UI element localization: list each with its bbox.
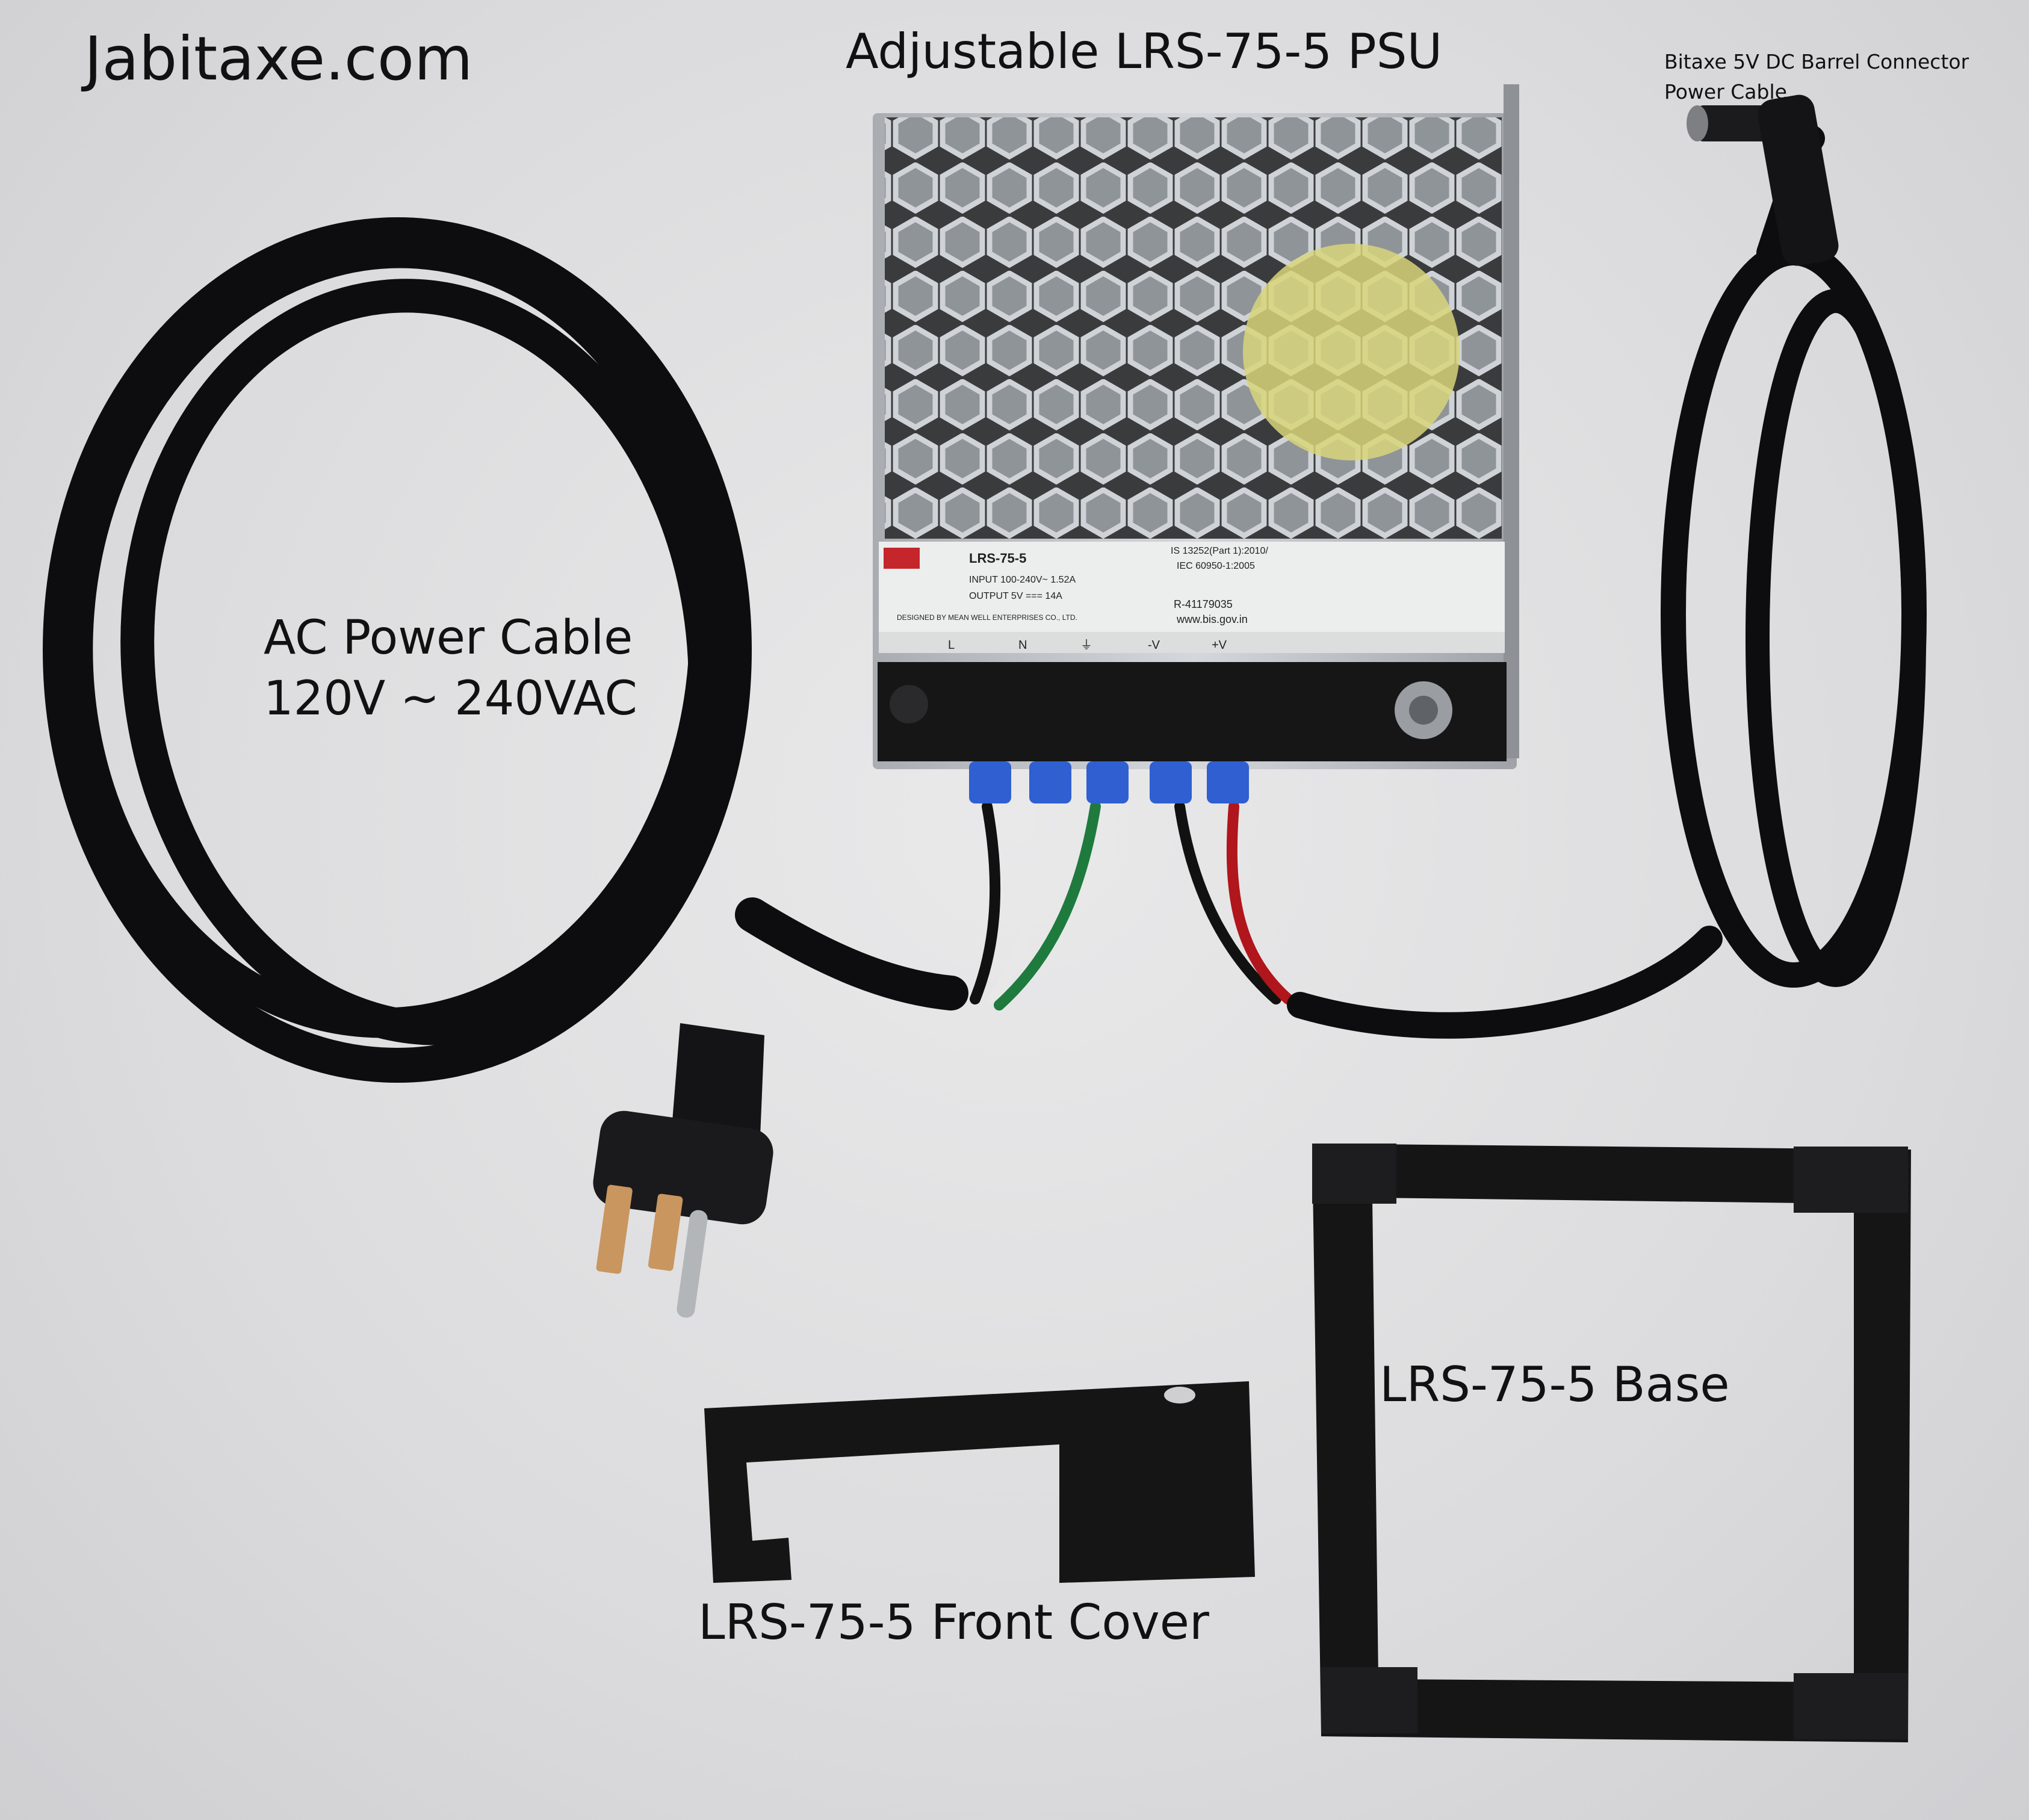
base-frame — [1312, 1144, 1911, 1742]
psu-site-text: www.bis.gov.in — [1176, 613, 1248, 625]
psu-title: Adjustable LRS-75-5 PSU — [846, 23, 1443, 79]
ac-cable-label-line2: 120V ~ 240VAC — [264, 672, 637, 726]
terminal-label-negative: -V — [1148, 639, 1160, 652]
psu-maker-text: DESIGNED BY MEAN WELL ENTERPRISES CO., L… — [897, 613, 1077, 622]
dc-cable-label-line1: Bitaxe 5V DC Barrel Connector — [1664, 50, 1969, 73]
ac-plug — [593, 1023, 773, 1318]
psu-standard2-text: IEC 60950-1:2005 — [1177, 561, 1255, 571]
terminal-label-ground: ⏚ — [1080, 639, 1092, 652]
site-title: Jabitaxe.com — [84, 23, 473, 94]
psu-unit: LRS-75-5 INPUT 100-240V~ 1.52A OUTPUT 5V… — [873, 84, 1519, 803]
terminal-label-positive: +V — [1212, 639, 1227, 652]
psu-model-text: LRS-75-5 — [969, 551, 1026, 566]
base-label: LRS-75-5 Base — [1380, 1357, 1730, 1413]
screw-terminals — [969, 761, 1249, 803]
psu-output-text: OUTPUT 5V === 14A — [969, 591, 1062, 601]
front-cover-bracket — [704, 1381, 1255, 1583]
dc-cable-label: Bitaxe 5V DC Barrel Connector Power Cabl… — [1664, 47, 1969, 107]
front-cover-label: LRS-75-5 Front Cover — [698, 1594, 1209, 1650]
psu-wires — [970, 801, 1293, 1011]
terminal-label-l: L — [948, 639, 955, 652]
psu-cert-text: R-41179035 — [1174, 598, 1233, 610]
ac-cable-label: AC Power Cable 120V ~ 240VAC — [264, 608, 637, 730]
psu-input-text: INPUT 100-240V~ 1.52A — [969, 575, 1076, 585]
terminal-label-n: N — [1018, 639, 1027, 652]
ac-cable-label-line1: AC Power Cable — [264, 611, 633, 665]
psu-standard-text: IS 13252(Part 1):2010/ — [1171, 546, 1268, 556]
barrel-connector — [1687, 94, 1839, 266]
dc-cable-label-line2: Power Cable — [1664, 79, 1787, 104]
